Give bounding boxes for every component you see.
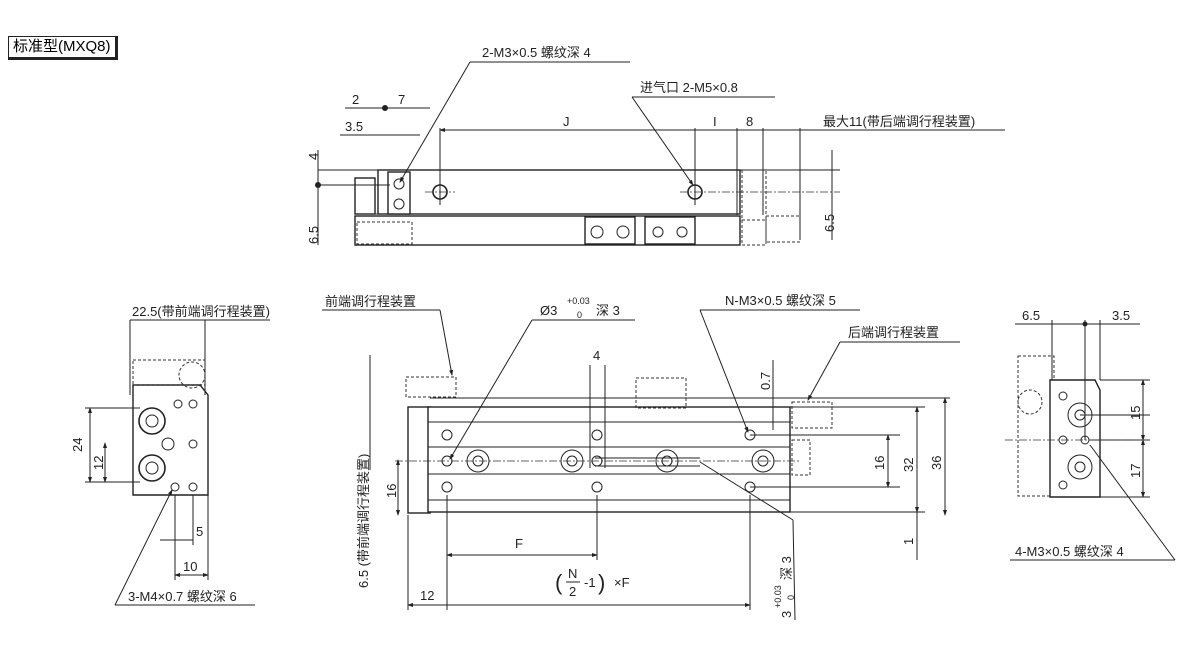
formula-F: ×F (614, 575, 630, 590)
top-body (377, 169, 741, 215)
dim-10: 10 (183, 559, 197, 574)
slot-width: 3 (779, 611, 794, 618)
dim-F: F (515, 536, 523, 551)
dim-4-front: 4 (593, 348, 600, 363)
left-view: 22.5(带前端调行程装置) 24 12 5 10 3-M4×0.7 螺纹深 6 (70, 304, 270, 606)
dim-2: 2 (352, 92, 359, 107)
dim-0-7: 0.7 (758, 372, 773, 390)
dim-6-5-left: 6.5 (306, 226, 321, 244)
svg-text:): ) (598, 570, 605, 595)
right-view: 6.5 3.5 15 17 4-M3×0.5 螺纹深 4 (1005, 308, 1176, 561)
rear-adjuster-label: 后端调行程装置 (848, 325, 939, 340)
dim-36: 36 (929, 456, 944, 470)
top-view: 2-M3×0.5 螺纹深 4 进气口 2-M5×0.8 2 7 3.5 J I … (306, 45, 1005, 246)
dim-16-left: 16 (384, 484, 399, 498)
top-thread-label: 2-M3×0.5 螺纹深 4 (482, 45, 591, 60)
thread-hole (393, 178, 405, 190)
front-adjuster-label: 前端调行程装置 (325, 294, 416, 309)
pitch-formula: ( N 2 -1 ) ×F (555, 566, 630, 599)
front-view: 前端调行程装置 Ø3 +0.03 0 深 3 N-M3×0.5 螺纹深 5 4 … (322, 293, 960, 621)
dim-6-5-right-view: 6.5 (1022, 308, 1040, 323)
thread-hole (393, 198, 405, 210)
slider-block (584, 216, 636, 245)
dim-15: 15 (1128, 406, 1143, 420)
dim-12: 12 (91, 456, 106, 470)
pin-tol-lower: 0 (577, 310, 582, 320)
dim-1: 1 (901, 538, 916, 545)
top-port-label: 进气口 2-M5×0.8 (640, 80, 738, 95)
pin-depth: 深 3 (596, 303, 620, 318)
top-end-block (354, 177, 376, 215)
dim-24: 24 (70, 438, 85, 452)
top-mount-block (387, 171, 411, 215)
formula-2: 2 (569, 584, 576, 599)
side-adjuster-label: 6.5 (带前端调行程装置) (356, 454, 371, 588)
dim-32: 32 (901, 458, 916, 472)
formula-N: N (568, 566, 577, 581)
dim-8: 8 (746, 114, 753, 129)
max-stroke-label: 最大11(带后端调行程装置) (823, 114, 975, 129)
dim-J: J (563, 114, 570, 129)
front-thread-label: N-M3×0.5 螺纹深 5 (725, 293, 836, 308)
dim-I: I (713, 114, 717, 129)
dim-16-right: 16 (872, 456, 887, 470)
slot-tol-lower: 0 (786, 595, 796, 600)
formula-minus-1: -1 (584, 575, 596, 590)
model-title: 标准型(MXQ8) (8, 36, 118, 60)
dim-7: 7 (398, 92, 405, 107)
dim-6-5-right: 6.5 (822, 214, 837, 232)
slot-tol-upper: +0.03 (773, 585, 783, 608)
pin-hole-label: Ø3 (540, 303, 557, 318)
dim-5: 5 (196, 524, 203, 539)
dim-3-5: 3.5 (345, 119, 363, 134)
slot-depth: 深 3 (779, 556, 794, 580)
left-thread-label: 3-M4×0.7 螺纹深 6 (128, 589, 237, 604)
pin-tol-upper: +0.03 (567, 296, 590, 306)
svg-text:(: ( (555, 570, 563, 595)
right-thread-label: 4-M3×0.5 螺纹深 4 (1015, 544, 1124, 559)
dim-4: 4 (306, 153, 321, 160)
front-body (427, 406, 791, 513)
slot-dimension: 3 +0.03 0 深 3 (773, 556, 796, 618)
dim-3-5-right-view: 3.5 (1112, 308, 1130, 323)
dim-12-front: 12 (420, 588, 434, 603)
left-width-label: 22.5(带前端调行程装置) (132, 304, 270, 319)
dim-17: 17 (1128, 464, 1143, 478)
